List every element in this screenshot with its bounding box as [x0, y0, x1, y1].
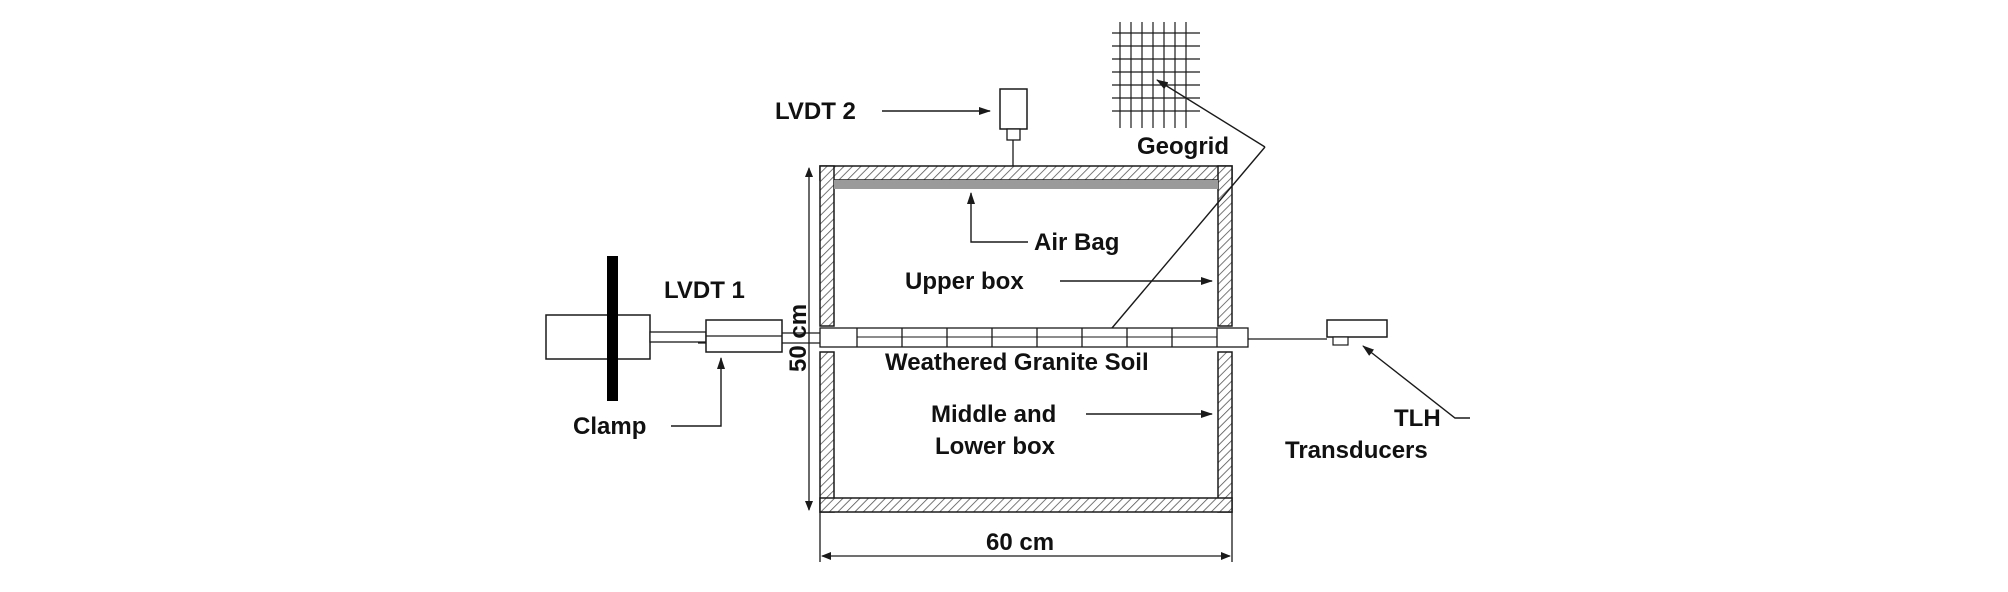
upper-box-top-wall	[819, 165, 1233, 181]
tlh-arrow	[1362, 345, 1470, 419]
motor-shaft	[649, 331, 707, 343]
lvdt2-tip	[1006, 128, 1021, 141]
lvdt1-label: LVDT 1	[664, 277, 745, 304]
tlh-transducer-body	[1326, 319, 1388, 338]
geogrid-to-plate-line	[1111, 146, 1266, 329]
lower-box-bottom-wall	[819, 497, 1233, 513]
width-dimension-label: 60 cm	[986, 529, 1054, 556]
dimension-lines	[805, 167, 1233, 562]
upper-box	[819, 165, 1233, 327]
geogrid-arrow	[1156, 79, 1266, 148]
tlh-transducer-tab	[1332, 336, 1349, 346]
clamp-label: Clamp	[573, 413, 646, 440]
lower-box-left-wall	[819, 351, 835, 513]
loading-motor	[545, 314, 651, 360]
upper-box-label: Upper box	[905, 268, 1024, 295]
shear-plate	[819, 327, 1249, 348]
air-bag	[834, 180, 1218, 189]
upper-box-right-wall	[1217, 165, 1233, 327]
clamp-bar	[607, 256, 618, 401]
air-bag-arrow	[967, 192, 1028, 243]
soil-label: Weathered Granite Soil	[885, 349, 1149, 376]
geogrid-label: Geogrid	[1137, 133, 1229, 160]
lvdt2-body	[999, 88, 1028, 130]
upper-box-left-wall	[819, 165, 835, 327]
air-bag-label: Air Bag	[1034, 229, 1119, 256]
tlh-label-line2: Transducers	[1285, 437, 1428, 464]
middle-lower-label-line2: Lower box	[935, 433, 1056, 460]
height-dimension-label: 50 cm	[785, 304, 812, 372]
geogrid-mesh	[1112, 22, 1200, 128]
clamp-arrow	[671, 357, 725, 427]
lower-box-right-wall	[1217, 351, 1233, 513]
leader-lines	[671, 79, 1470, 427]
lower-box	[819, 351, 1233, 513]
tlh-label-line1: TLH	[1394, 405, 1441, 432]
lvdt2-label: LVDT 2	[775, 98, 856, 125]
middle-lower-label-line1: Middle and	[931, 401, 1056, 428]
